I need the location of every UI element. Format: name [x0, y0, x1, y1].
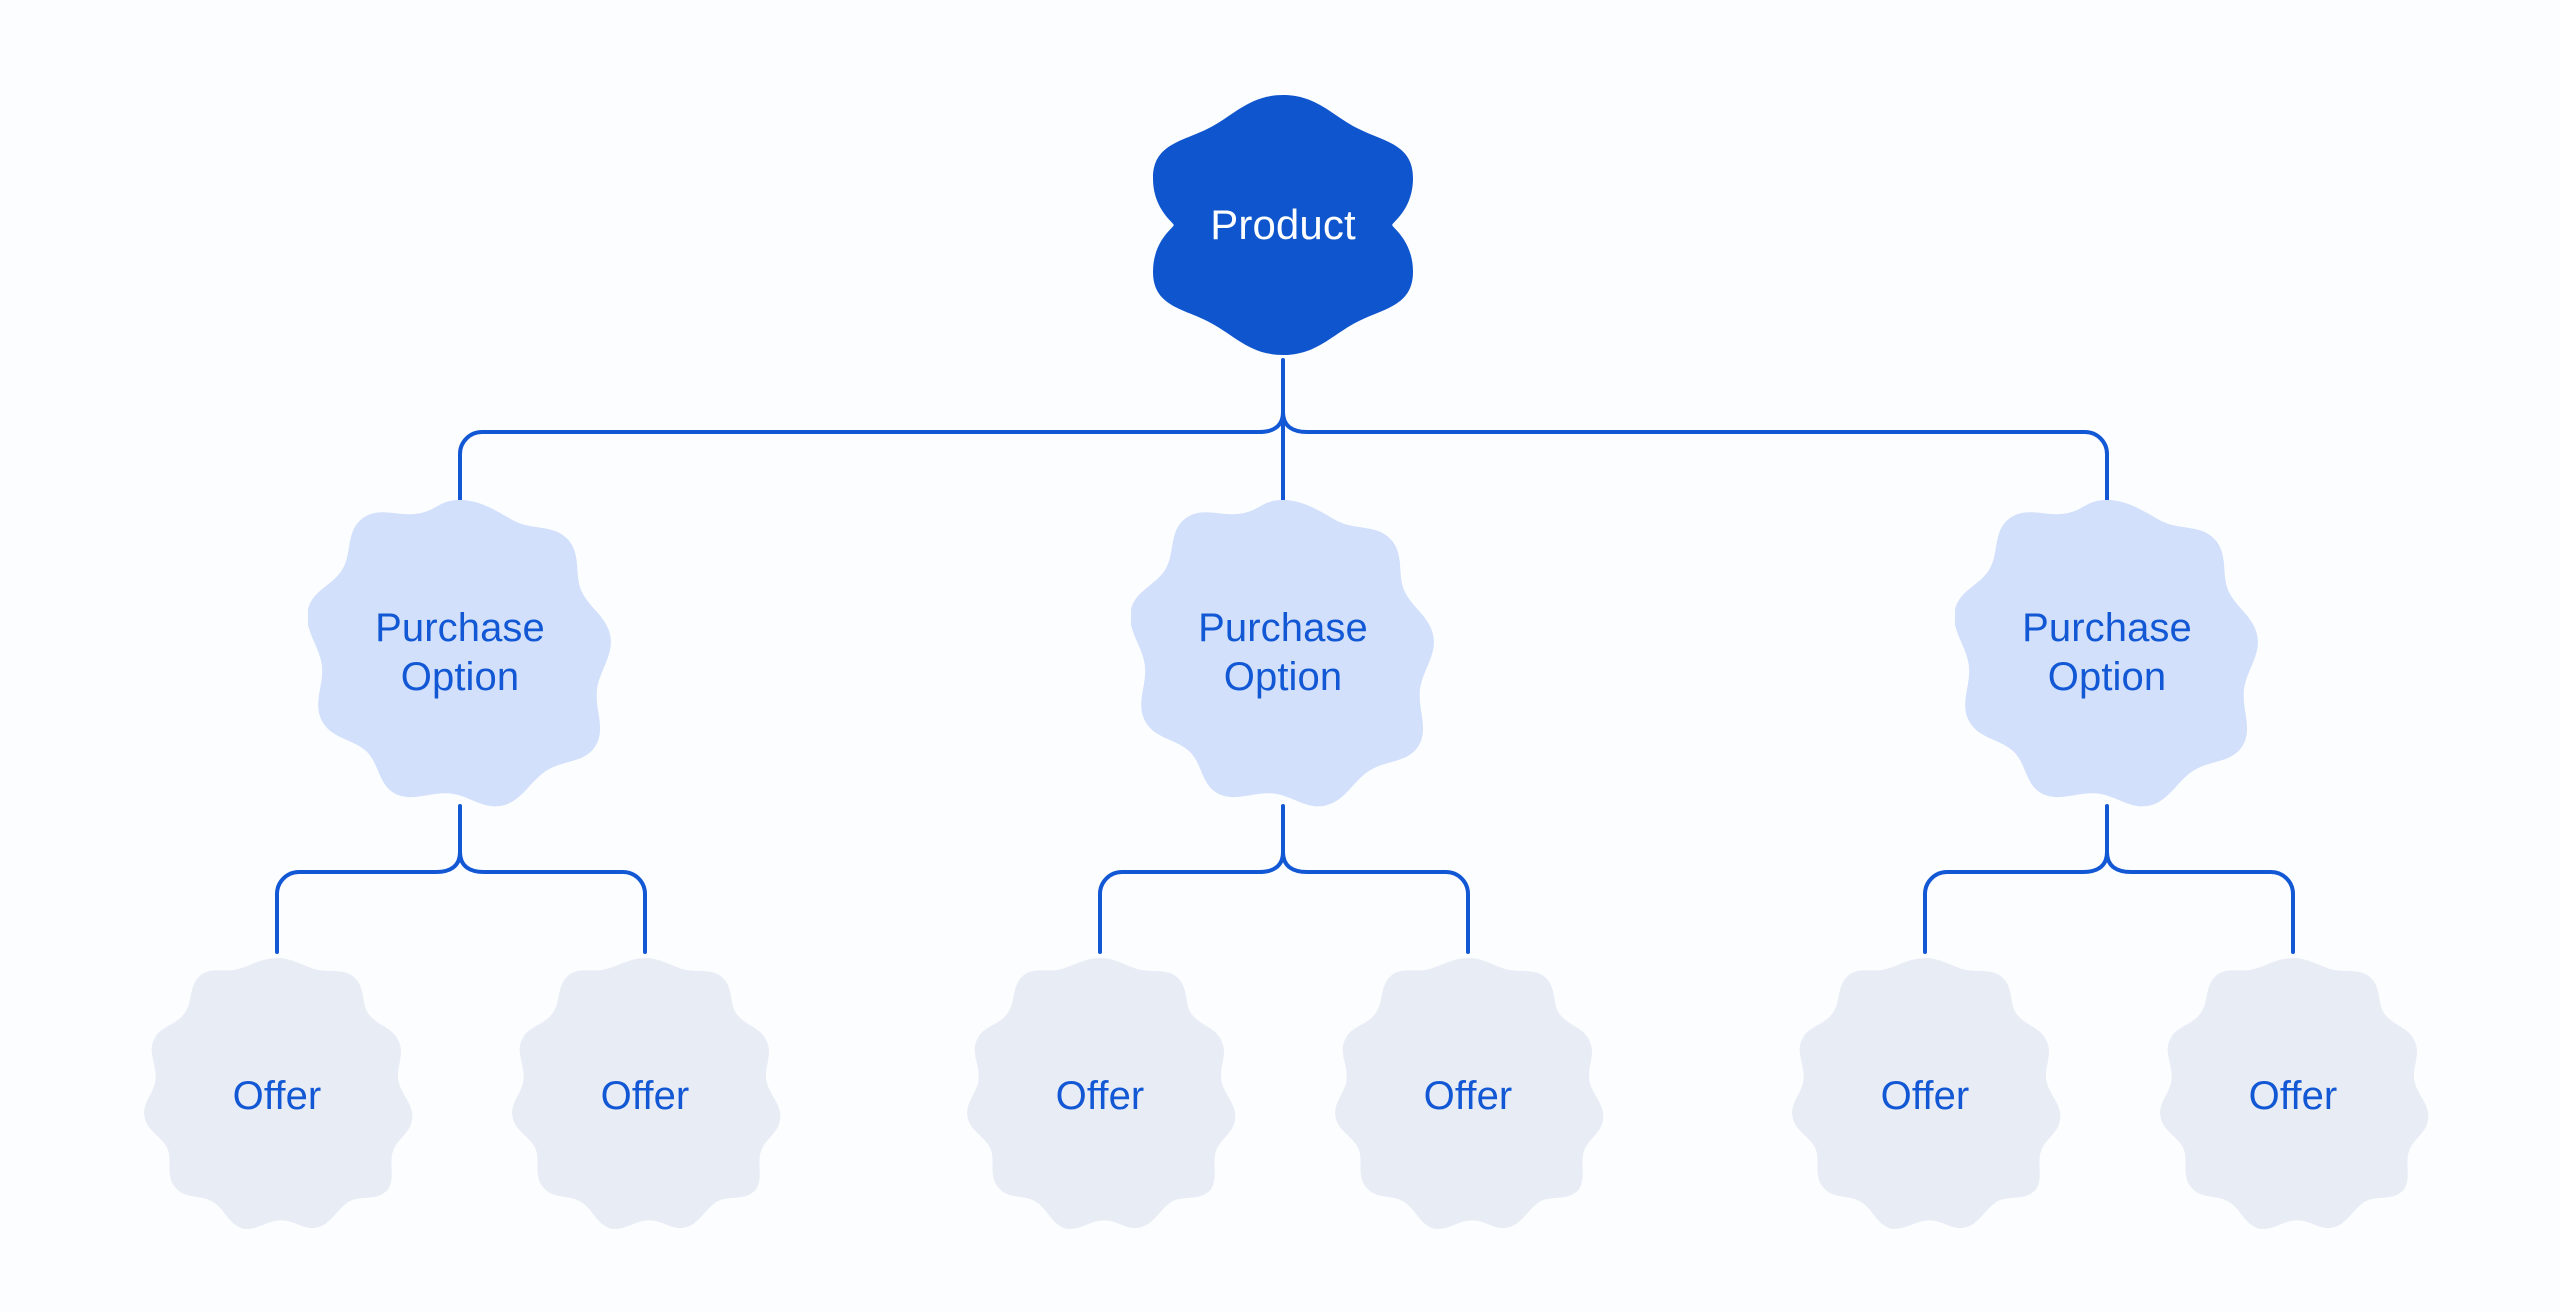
node-shape-purchase-option-2[interactable]	[1130, 500, 1434, 807]
connector-po2-branch-left	[1098, 850, 1285, 954]
connector-po2-branch-right	[1281, 850, 1470, 954]
connector-po1-branch-right	[458, 850, 647, 954]
connector-po3-branch-right	[2105, 850, 2295, 954]
node-shape-offer-2[interactable]	[512, 958, 781, 1229]
node-shape-purchase-option-1[interactable]	[307, 500, 611, 807]
node-shape-offer-4[interactable]	[1335, 958, 1604, 1229]
node-shape-offer-5[interactable]	[1792, 958, 2061, 1229]
connector-layer	[275, 358, 2295, 954]
node-shape-offer-1[interactable]	[144, 958, 413, 1229]
node-shape-offer-6[interactable]	[2160, 958, 2429, 1229]
connector-bus-level1-right	[1281, 410, 2109, 502]
connector-po1-branch-left	[275, 850, 462, 954]
node-shape-product[interactable]	[1153, 95, 1413, 355]
node-shape-offer-3[interactable]	[967, 958, 1236, 1229]
connector-po3-branch-left	[1923, 850, 2109, 954]
connector-bus-level1-left	[458, 410, 1285, 502]
node-shape-purchase-option-3[interactable]	[1954, 500, 2258, 807]
